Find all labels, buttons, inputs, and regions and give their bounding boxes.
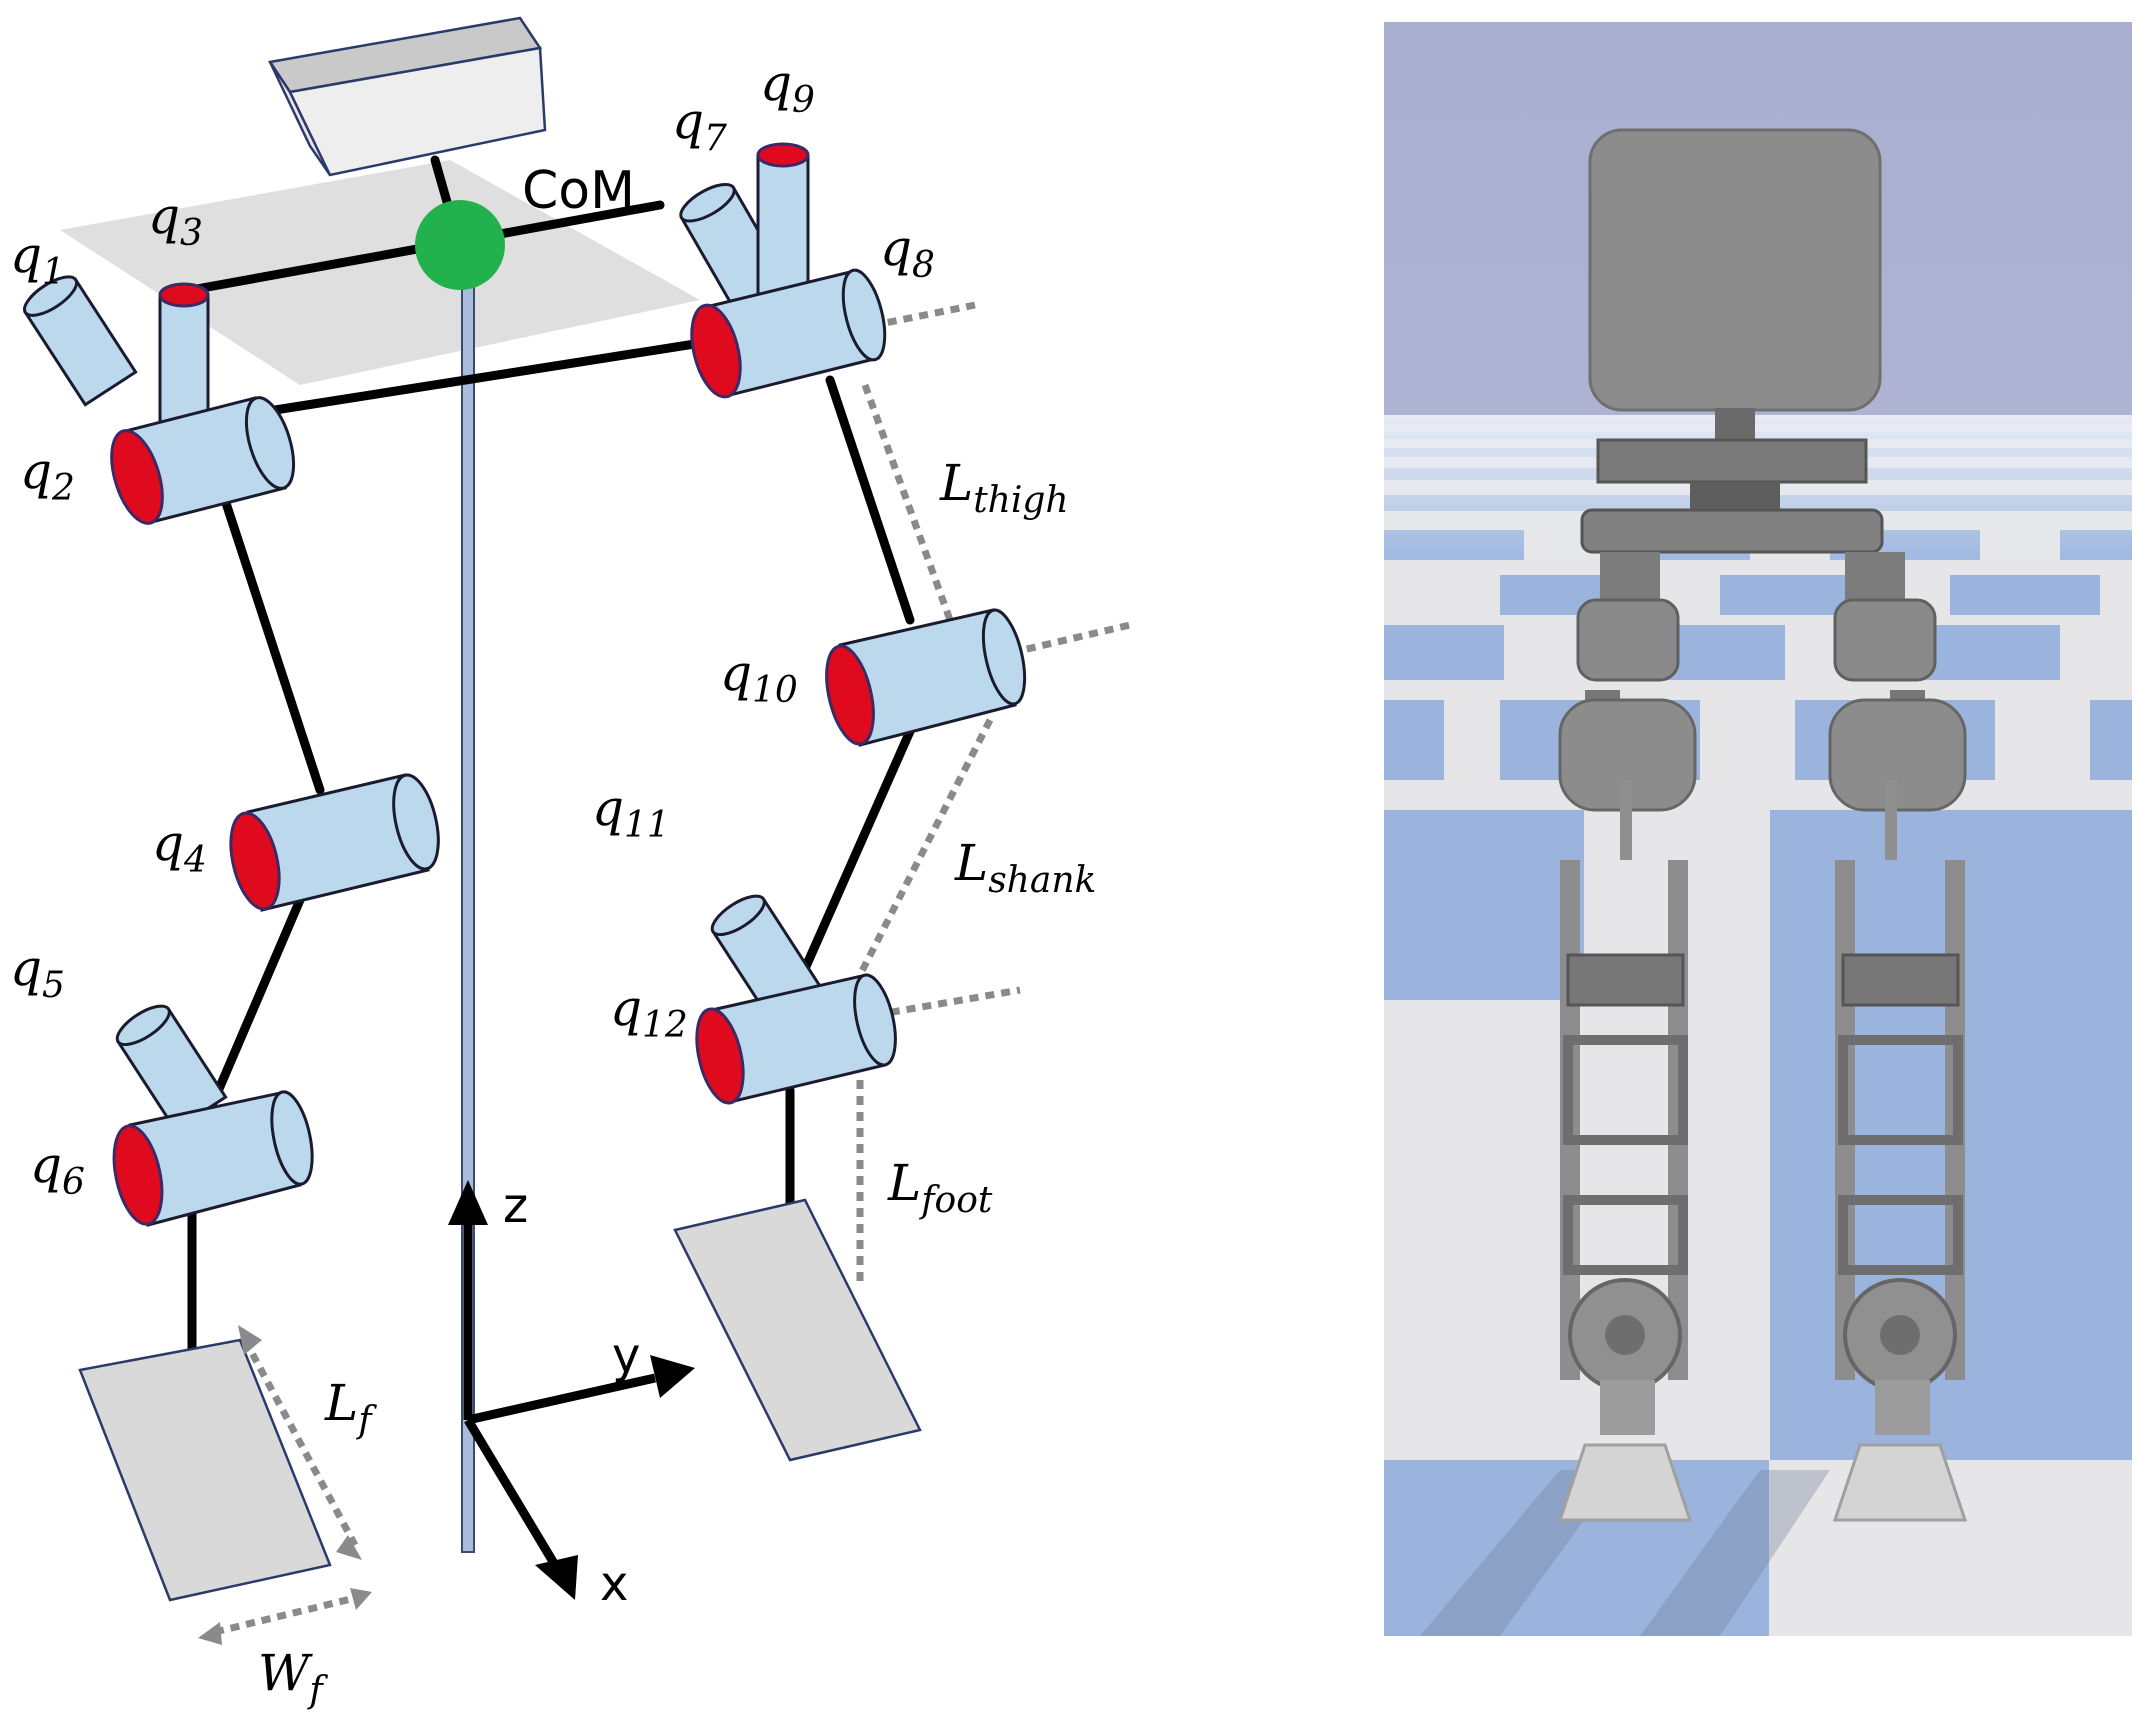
simulation-render-panel [1384,22,2132,1636]
label-q1: q1 [10,226,65,293]
robot-right-leg [1828,552,1968,1522]
actuator-q10 [825,608,1027,747]
right-foot-plate [673,1198,922,1462]
com-marker [415,200,505,290]
label-q3: q3 [148,187,203,254]
axis-label-y: y [612,1328,640,1384]
label-w-f: Wf [258,1644,328,1711]
actuator-q9 [756,142,810,302]
label-q4: q4 [152,814,207,881]
label-q12: q12 [610,979,688,1046]
robot-torso-box [1588,128,1882,412]
label-l-f: Lf [324,1374,377,1441]
com-label: CoM [522,161,635,221]
actuator-q6 [112,1090,314,1227]
label-l-shank: Lshank [954,834,1096,901]
label-q9: q9 [760,54,815,121]
axis-labels: z y x [503,1178,640,1612]
actuator-q12 [695,973,897,1105]
axis-label-z: z [503,1178,528,1234]
left-foot-plate [78,1338,332,1602]
label-q5: q5 [10,939,65,1006]
torso-box [267,16,547,177]
robot-left-leg [1557,552,1697,1522]
label-q10: q10 [720,644,798,711]
label-q2: q2 [20,442,75,509]
label-l-foot: Lfoot [887,1154,993,1221]
axis-label-x: x [600,1556,628,1612]
label-q8: q8 [880,219,935,286]
pelvis-plane [60,160,700,385]
label-q11: q11 [592,779,670,846]
dimension-lines [198,301,1131,1645]
robot-model [1557,128,1968,1522]
actuator-q2 [110,396,296,525]
actuator-q1 [23,275,138,407]
schematic-panel: q1 q3 q2 q7 q9 q8 q4 q10 q11 q5 q12 q6 C… [10,16,1131,1711]
label-q7: q7 [672,92,727,159]
label-q6: q6 [30,1136,85,1203]
actuator-q8 [690,268,887,399]
length-labels: Lthigh Lshank Lfoot Lf Wf [258,454,1096,1711]
label-l-thigh: Lthigh [939,454,1069,521]
joint-labels: q1 q3 q2 q7 q9 q8 q4 q10 q11 q5 q12 q6 [10,54,935,1203]
actuator-q4 [229,773,440,912]
coordinate-axes [448,1180,695,1600]
